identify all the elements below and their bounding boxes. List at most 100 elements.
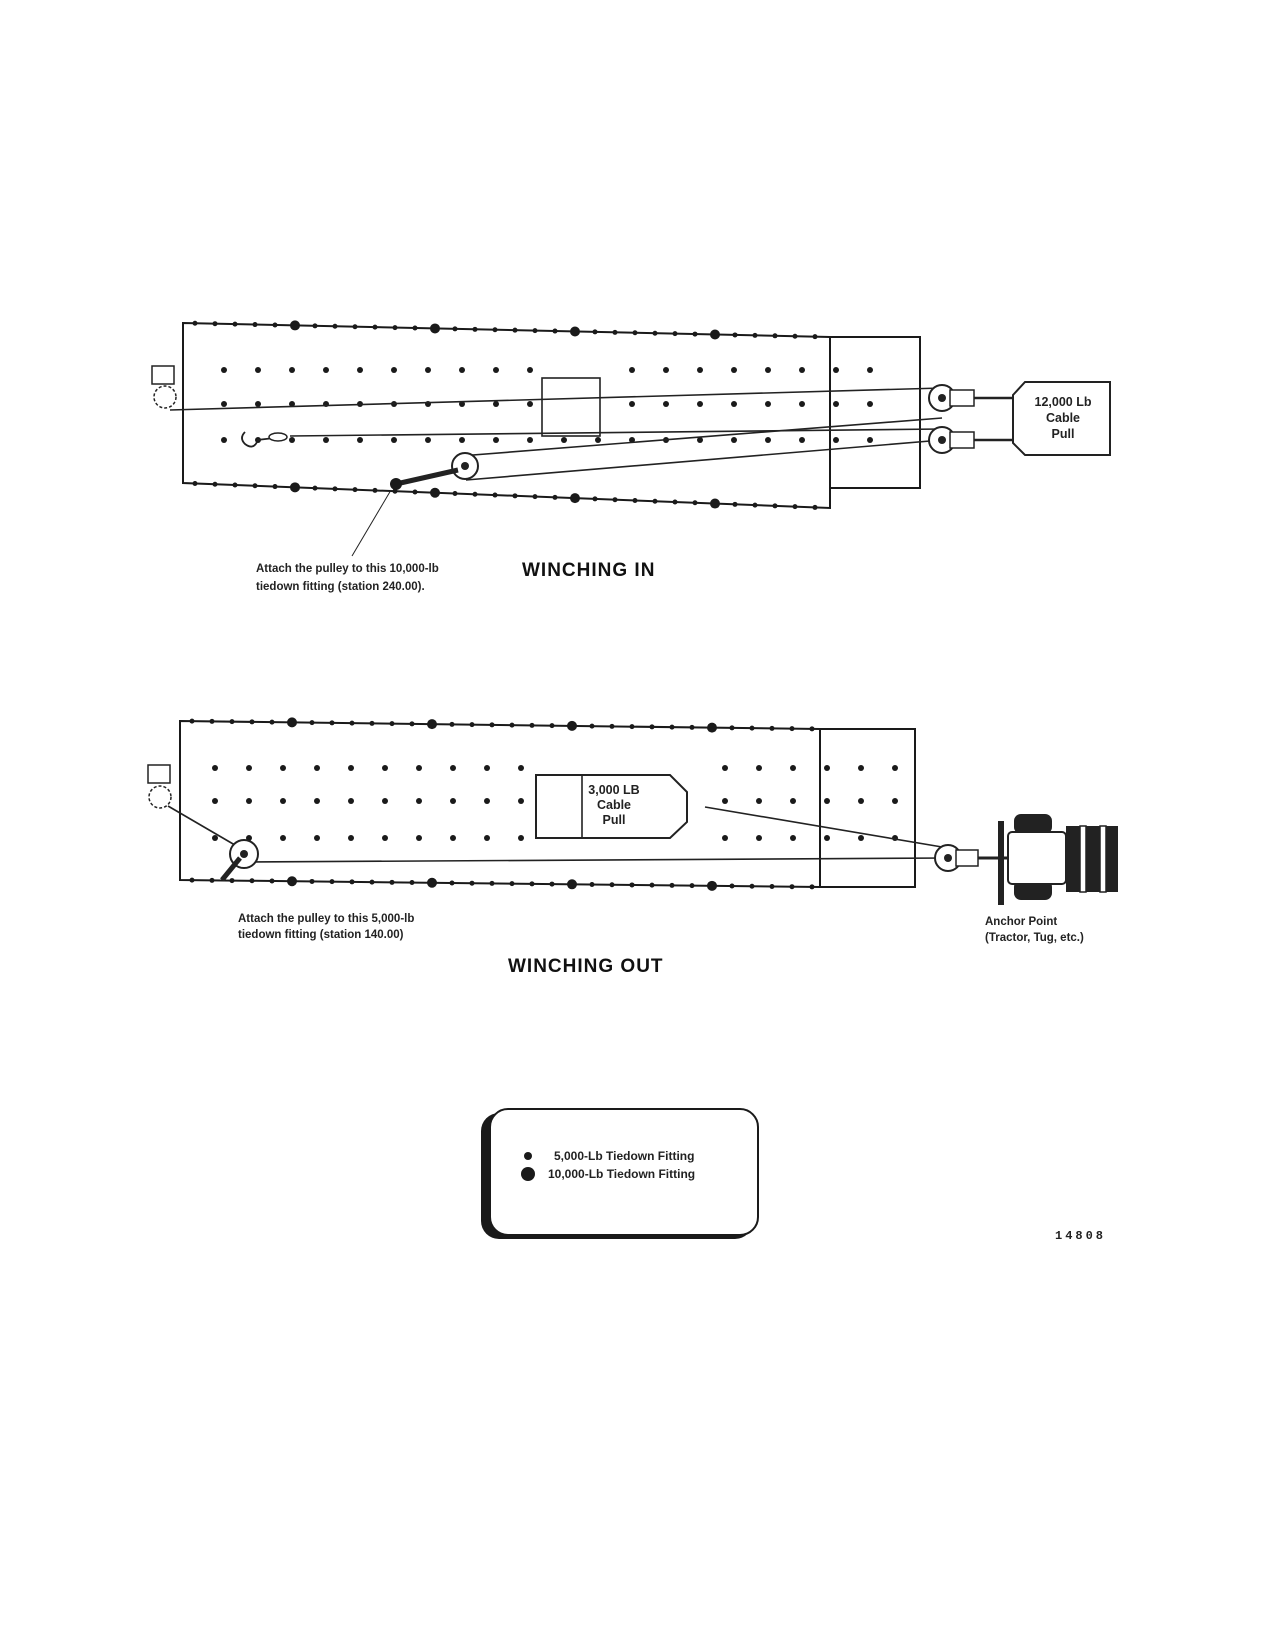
edge-fitting [732, 332, 738, 338]
winching-in-figure: 12,000 Lb Cable Pull Attach the pulley t… [151, 320, 1111, 593]
floor-fitting [484, 798, 490, 804]
anchor-label-line2: (Tractor, Tug, etc.) [985, 932, 1084, 944]
legend-large-label: 10,000-Lb Tiedown Fitting [548, 1167, 695, 1181]
outer-pulley-bottom-hub [938, 436, 946, 444]
floor-fitting [867, 401, 873, 407]
floor-fitting [663, 401, 669, 407]
edge-fitting [549, 723, 555, 729]
edge-fitting [492, 327, 498, 333]
edge-fitting [489, 722, 495, 728]
floor-fitting [314, 765, 320, 771]
edge-fitting [209, 877, 215, 883]
anchor-fitting-10k [390, 478, 402, 490]
edge-fitting [249, 878, 255, 884]
floor-fitting [348, 835, 354, 841]
edge-fitting [792, 333, 798, 339]
edge-fitting [689, 883, 695, 889]
edge-fitting [612, 329, 618, 335]
cable-pulley-to-anchor [247, 857, 949, 863]
floor-fitting [382, 798, 388, 804]
floor-fitting [416, 765, 422, 771]
floor-fitting [212, 798, 218, 804]
edge-fitting [672, 499, 678, 505]
floor-fitting [323, 437, 329, 443]
center-block [541, 377, 601, 437]
winching-out-title: WINCHING OUT [508, 956, 664, 977]
edge-fitting [409, 721, 415, 727]
floor-fitting [314, 835, 320, 841]
edge-fitting [512, 327, 518, 333]
winching-in-title: WINCHING IN [522, 560, 655, 581]
floor-fitting [629, 401, 635, 407]
cable-winch-to-pulley [167, 805, 241, 849]
edge-fitting [769, 725, 775, 731]
pulley-block-top [949, 389, 975, 407]
edge-fitting [629, 724, 635, 730]
edge-fitting [349, 879, 355, 885]
edge-fitting [612, 497, 618, 503]
floor-fitting [221, 401, 227, 407]
edge-fitting [532, 328, 538, 334]
floor-fitting [824, 798, 830, 804]
edge-fitting [652, 498, 658, 504]
edge-fitting [789, 884, 795, 890]
edge-fitting [272, 484, 278, 490]
cable-pull-box-line1: 12,000 Lb [1035, 395, 1092, 409]
edge-fitting [329, 879, 335, 885]
floor-fitting [731, 367, 737, 373]
edge-fitting [772, 333, 778, 339]
edge-fitting [669, 882, 675, 888]
floor-pulley-2-hub [240, 850, 248, 858]
floor-fitting [858, 798, 864, 804]
edge-fitting [772, 503, 778, 509]
floor-fitting [518, 835, 524, 841]
edge-fitting [609, 882, 615, 888]
floor-fitting [765, 367, 771, 373]
edge-fitting [729, 883, 735, 889]
floor-fitting [765, 401, 771, 407]
edge-fitting [309, 720, 315, 726]
cargo-load [535, 774, 688, 839]
floor-fitting [459, 437, 465, 443]
edge-fitting [409, 880, 415, 886]
edge-fitting [392, 325, 398, 331]
edge-fitting [312, 323, 318, 329]
floor-fitting [756, 835, 762, 841]
edge-fitting [632, 497, 638, 503]
edge-fitting [192, 480, 198, 486]
edge-fitting [369, 879, 375, 885]
floor-fitting [858, 835, 864, 841]
anchor-label-line1: Anchor Point [985, 916, 1057, 928]
edge-fitting [570, 493, 580, 504]
edge-fitting [532, 494, 538, 500]
legend-small-fitting-icon [524, 1152, 532, 1160]
floor-fitting [833, 367, 839, 373]
floor-fitting [867, 367, 873, 373]
floor-fitting [867, 437, 873, 443]
cargo-load-line3: Pull [603, 813, 626, 827]
cable-top [169, 387, 943, 411]
floor-fitting [221, 367, 227, 373]
cargo-load-line2: Cable [597, 798, 631, 812]
floor-fitting [382, 765, 388, 771]
floor-fitting [289, 437, 295, 443]
floor-fitting [493, 401, 499, 407]
tiedown-fittings-grid-2 [189, 717, 898, 891]
floor-fitting [561, 437, 567, 443]
cable-pulley-lower [465, 439, 943, 481]
floor-fitting [697, 437, 703, 443]
floor-fitting [833, 437, 839, 443]
edge-fitting [649, 724, 655, 730]
floor-fitting [246, 798, 252, 804]
edge-fitting [552, 328, 558, 334]
edge-fitting [272, 322, 278, 328]
floor-fitting [527, 367, 533, 373]
edge-fitting [412, 489, 418, 495]
edge-fitting [529, 722, 535, 728]
legend-large-fitting-icon [521, 1167, 535, 1181]
floor-fitting [629, 437, 635, 443]
floor-fitting [731, 401, 737, 407]
floor-fitting [280, 765, 286, 771]
edge-fitting [469, 880, 475, 886]
